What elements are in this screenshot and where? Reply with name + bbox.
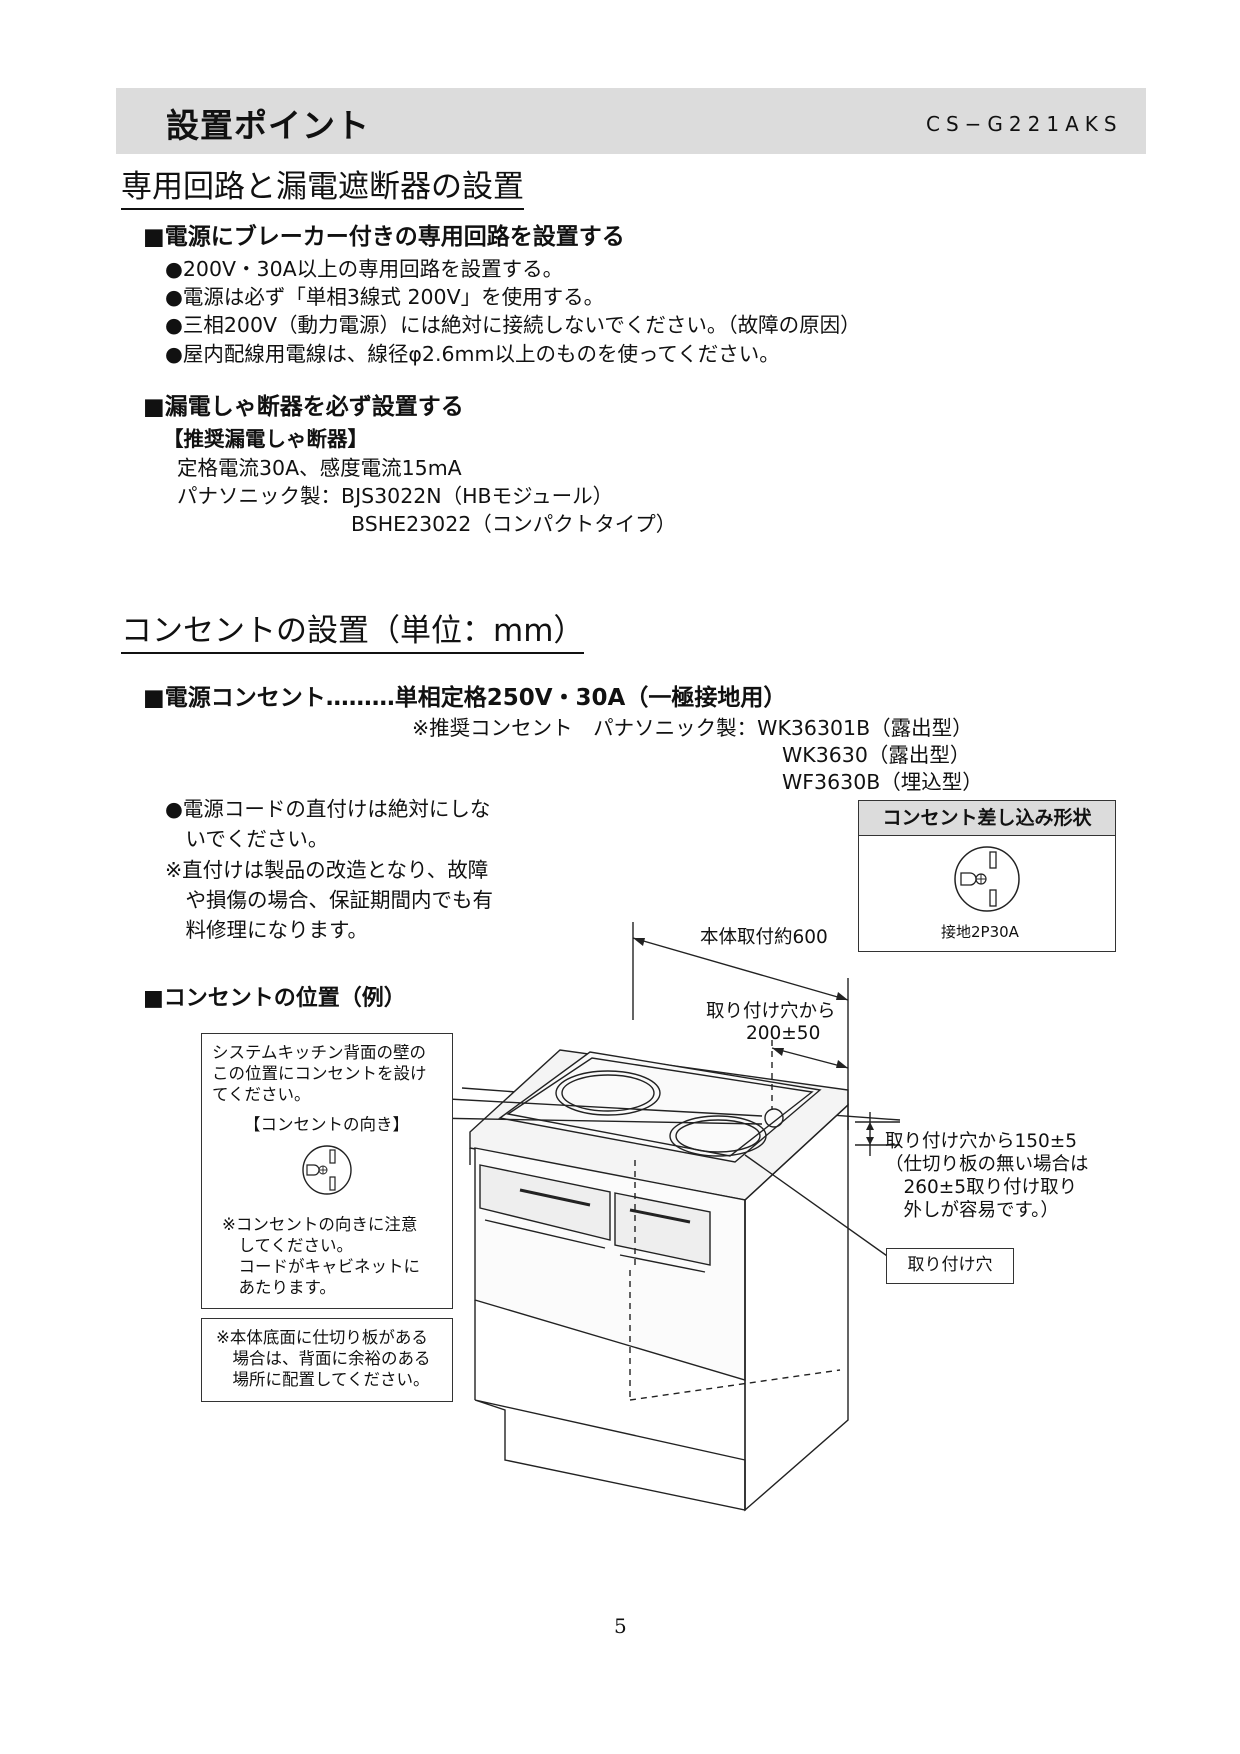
dimension-vertical-note: 260±5取り付け取り — [885, 1177, 1078, 1198]
recommended-breaker-label: 【推奨漏電しゃ断器】 — [163, 427, 368, 451]
dimension-width-label: 本体取付約600 — [700, 927, 828, 948]
outlet-position-note-box: システムキッチン背面の壁の この位置にコンセントを設け てください。 【コンセン… — [201, 1033, 453, 1309]
caution-line: あたります。 — [222, 1278, 336, 1297]
page-title: 設置ポイント — [166, 106, 370, 145]
warning-line: いでください。 — [165, 827, 329, 851]
dimension-vertical-label: 取り付け穴から150±5 — [885, 1131, 1078, 1152]
warning-line: ※直付けは製品の改造となり、故障 — [165, 858, 489, 882]
breaker-spec: 定格電流30A、感度電流15mA — [177, 456, 462, 480]
outlet-shape-box: コンセント差し込み形状 接地2P30A — [858, 800, 1116, 952]
caution-line: コードがキャビネットに — [222, 1257, 421, 1276]
breaker-model-2: BSHE23022（コンパクトタイプ） — [351, 512, 677, 536]
outlet-shape-title: コンセント差し込み形状 — [859, 801, 1115, 836]
dimension-vertical-note: 外しが容易です。） — [885, 1200, 1059, 1221]
model-number: CS−G221AKS — [926, 112, 1123, 136]
subheading-outlet-position: ■コンセントの位置（例） — [143, 986, 406, 1011]
recommended-outlet-line: ※推奨コンセント パナソニック製：WK36301B（露出型） — [412, 716, 973, 740]
mounting-hole-callout: 取り付け穴 — [886, 1248, 1014, 1284]
list-item: ●三相200V（動力電源）には絶対に接続しないでください。（故障の原因） — [165, 313, 861, 337]
kitchen-cabinet-diagram — [429, 922, 901, 1512]
outlet-shape-caption: 接地2P30A — [941, 923, 1019, 941]
dimension-hole-label-1: 取り付け穴から — [706, 1001, 836, 1022]
subheading-dedicated-circuit: ■電源にブレーカー付きの専用回路を設置する — [143, 224, 625, 250]
outlet-plug-icon — [954, 846, 1020, 912]
list-item: ●200V・30A以上の専用回路を設置する。 — [165, 257, 564, 281]
dimension-vertical-note: （仕切り板の無い場合は — [885, 1154, 1089, 1175]
list-item: ●電源は必ず「単相3線式 200V」を使用する。 — [165, 285, 605, 309]
caution-line: してください。 — [222, 1236, 354, 1255]
subheading-breaker: ■漏電しゃ断器を必ず設置する — [143, 394, 464, 420]
subheading-power-outlet: ■電源コンセント………単相定格250V・30A（一極接地用） — [143, 685, 787, 711]
dimension-hole-label-2: 200±50 — [746, 1023, 821, 1044]
note-line: 場所に配置してください。 — [216, 1370, 430, 1389]
note-line: ※本体底面に仕切り板がある — [216, 1328, 428, 1347]
page-number: 5 — [614, 1614, 627, 1638]
warning-line: ●電源コードの直付けは絶対にしな — [165, 797, 491, 821]
header-band — [116, 88, 1146, 154]
outlet-model-b: WK3630（露出型） — [782, 743, 971, 767]
warning-line: や損傷の場合、保証期間内でも有 — [165, 888, 493, 912]
breaker-maker-line: パナソニック製：BJS3022N（HBモジュール） — [177, 484, 614, 508]
note-line: てください。 — [212, 1085, 311, 1104]
section-title-outlet: コンセントの設置（単位：mm） — [121, 612, 585, 654]
note-line: 場合は、背面に余裕のある — [216, 1349, 431, 1368]
note-line: この位置にコンセントを設け — [212, 1064, 427, 1083]
note-line: システムキッチン背面の壁の — [212, 1043, 427, 1062]
outlet-model-c: WF3630B（埋込型） — [782, 770, 983, 794]
list-item: ●屋内配線用電線は、線径φ2.6mm以上のものを使ってください。 — [165, 342, 780, 366]
section-title-circuit: 専用回路と漏電遮断器の設置 — [121, 168, 524, 210]
warning-line: 料修理になります。 — [165, 918, 368, 942]
partition-note-box: ※本体底面に仕切り板がある 場合は、背面に余裕のある 場所に配置してください。 — [201, 1318, 453, 1402]
outlet-direction-icon — [302, 1145, 352, 1195]
caution-line: ※コンセントの向きに注意 — [222, 1215, 418, 1234]
outlet-direction-label: 【コンセントの向き】 — [244, 1115, 409, 1134]
